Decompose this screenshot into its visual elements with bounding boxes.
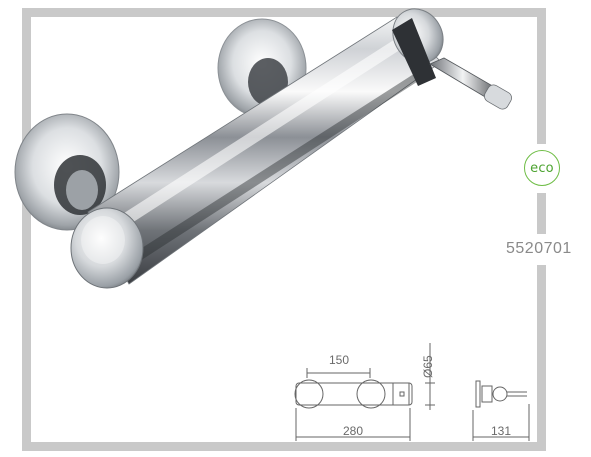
- front-view-rosette-left: [294, 379, 324, 409]
- frame-right-top: [537, 8, 546, 144]
- front-view-rosette-right: [356, 379, 386, 409]
- dimension-280: 280: [343, 424, 363, 438]
- end-cap-left: [70, 207, 144, 289]
- frame-left-lower: [22, 190, 31, 451]
- front-view-drawing: [294, 343, 435, 441]
- dimension-131: 131: [491, 424, 511, 438]
- side-view-drawing: [472, 380, 530, 441]
- front-view-body: [295, 382, 413, 406]
- frame: [22, 8, 546, 451]
- dimension-diameter-65: Ø65: [421, 355, 435, 378]
- dimension-150: 150: [329, 353, 349, 367]
- frame-bottom: [22, 442, 546, 451]
- product-code: 5520701: [506, 240, 572, 257]
- frame-right-bottom: [537, 265, 546, 451]
- shower-mixer-photo: [14, 8, 512, 289]
- frame-right-mid: [537, 193, 546, 234]
- eco-badge-label: eco: [530, 160, 554, 176]
- eco-badge-icon: eco: [524, 150, 560, 186]
- frame-top: [22, 8, 546, 17]
- frame-left: [22, 8, 31, 148]
